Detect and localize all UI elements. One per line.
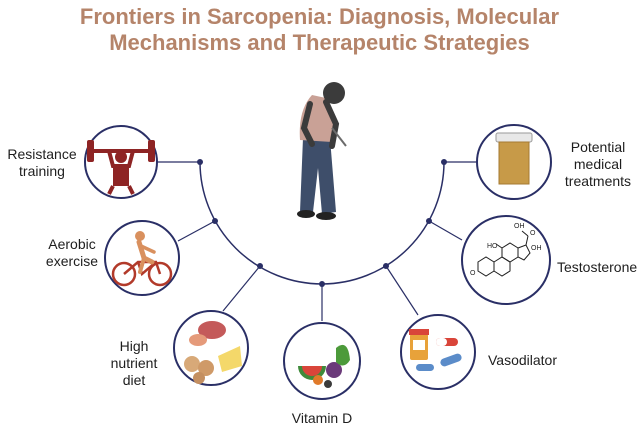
title-line-1: Frontiers in Sarcopenia: Diagnosis, Mole…: [79, 4, 560, 29]
elderly-person-figure: [297, 82, 347, 220]
high-nutrient-diet-icon: [173, 310, 249, 386]
label-vasodilator: Vasodilator: [488, 352, 558, 368]
title-line-2: Mechanisms and Therapeutic Strategies: [109, 30, 530, 55]
label-testosterone: Testosterone: [557, 259, 638, 275]
molecule-label-o-top: O: [530, 230, 536, 237]
molecule-label-ho: HO: [487, 243, 498, 250]
molecule-label-o-left: O: [470, 270, 476, 277]
resistance-training-icon: [84, 125, 158, 199]
label-high-nutrient-diet: High nutrient diet: [110, 338, 158, 388]
connector-aerobic: [177, 220, 216, 242]
junction-dot: [383, 263, 389, 269]
connector-vasodilator: [385, 265, 419, 316]
aerobic-exercise-icon: [104, 220, 180, 296]
label-vitamin-d: Vitamin D: [291, 410, 353, 426]
vasodilator-icon: [400, 314, 476, 390]
testosterone-icon: HO OH O OH O: [461, 215, 551, 305]
label-resistance-training: Resistance training: [7, 146, 77, 179]
potential-medical-treatments-icon: [476, 124, 552, 200]
junction-dot: [319, 281, 325, 287]
vitamin-d-icon: [283, 322, 361, 400]
junction-dot: [212, 218, 218, 224]
junction-dot: [441, 159, 447, 165]
junction-dot: [257, 263, 263, 269]
junction-dot: [197, 159, 203, 165]
diagram-title: Frontiers in Sarcopenia: Diagnosis, Mole…: [0, 4, 639, 56]
connector-testosterone: [428, 220, 463, 241]
label-potential-medical-treatments: Potential medical treatments: [564, 139, 632, 189]
molecule-label-oh-right: OH: [531, 245, 542, 252]
connector-diet: [222, 265, 261, 312]
molecule-label-oh-top: OH: [514, 223, 525, 230]
label-aerobic-exercise: Aerobic exercise: [45, 236, 99, 269]
junction-dot: [426, 218, 432, 224]
